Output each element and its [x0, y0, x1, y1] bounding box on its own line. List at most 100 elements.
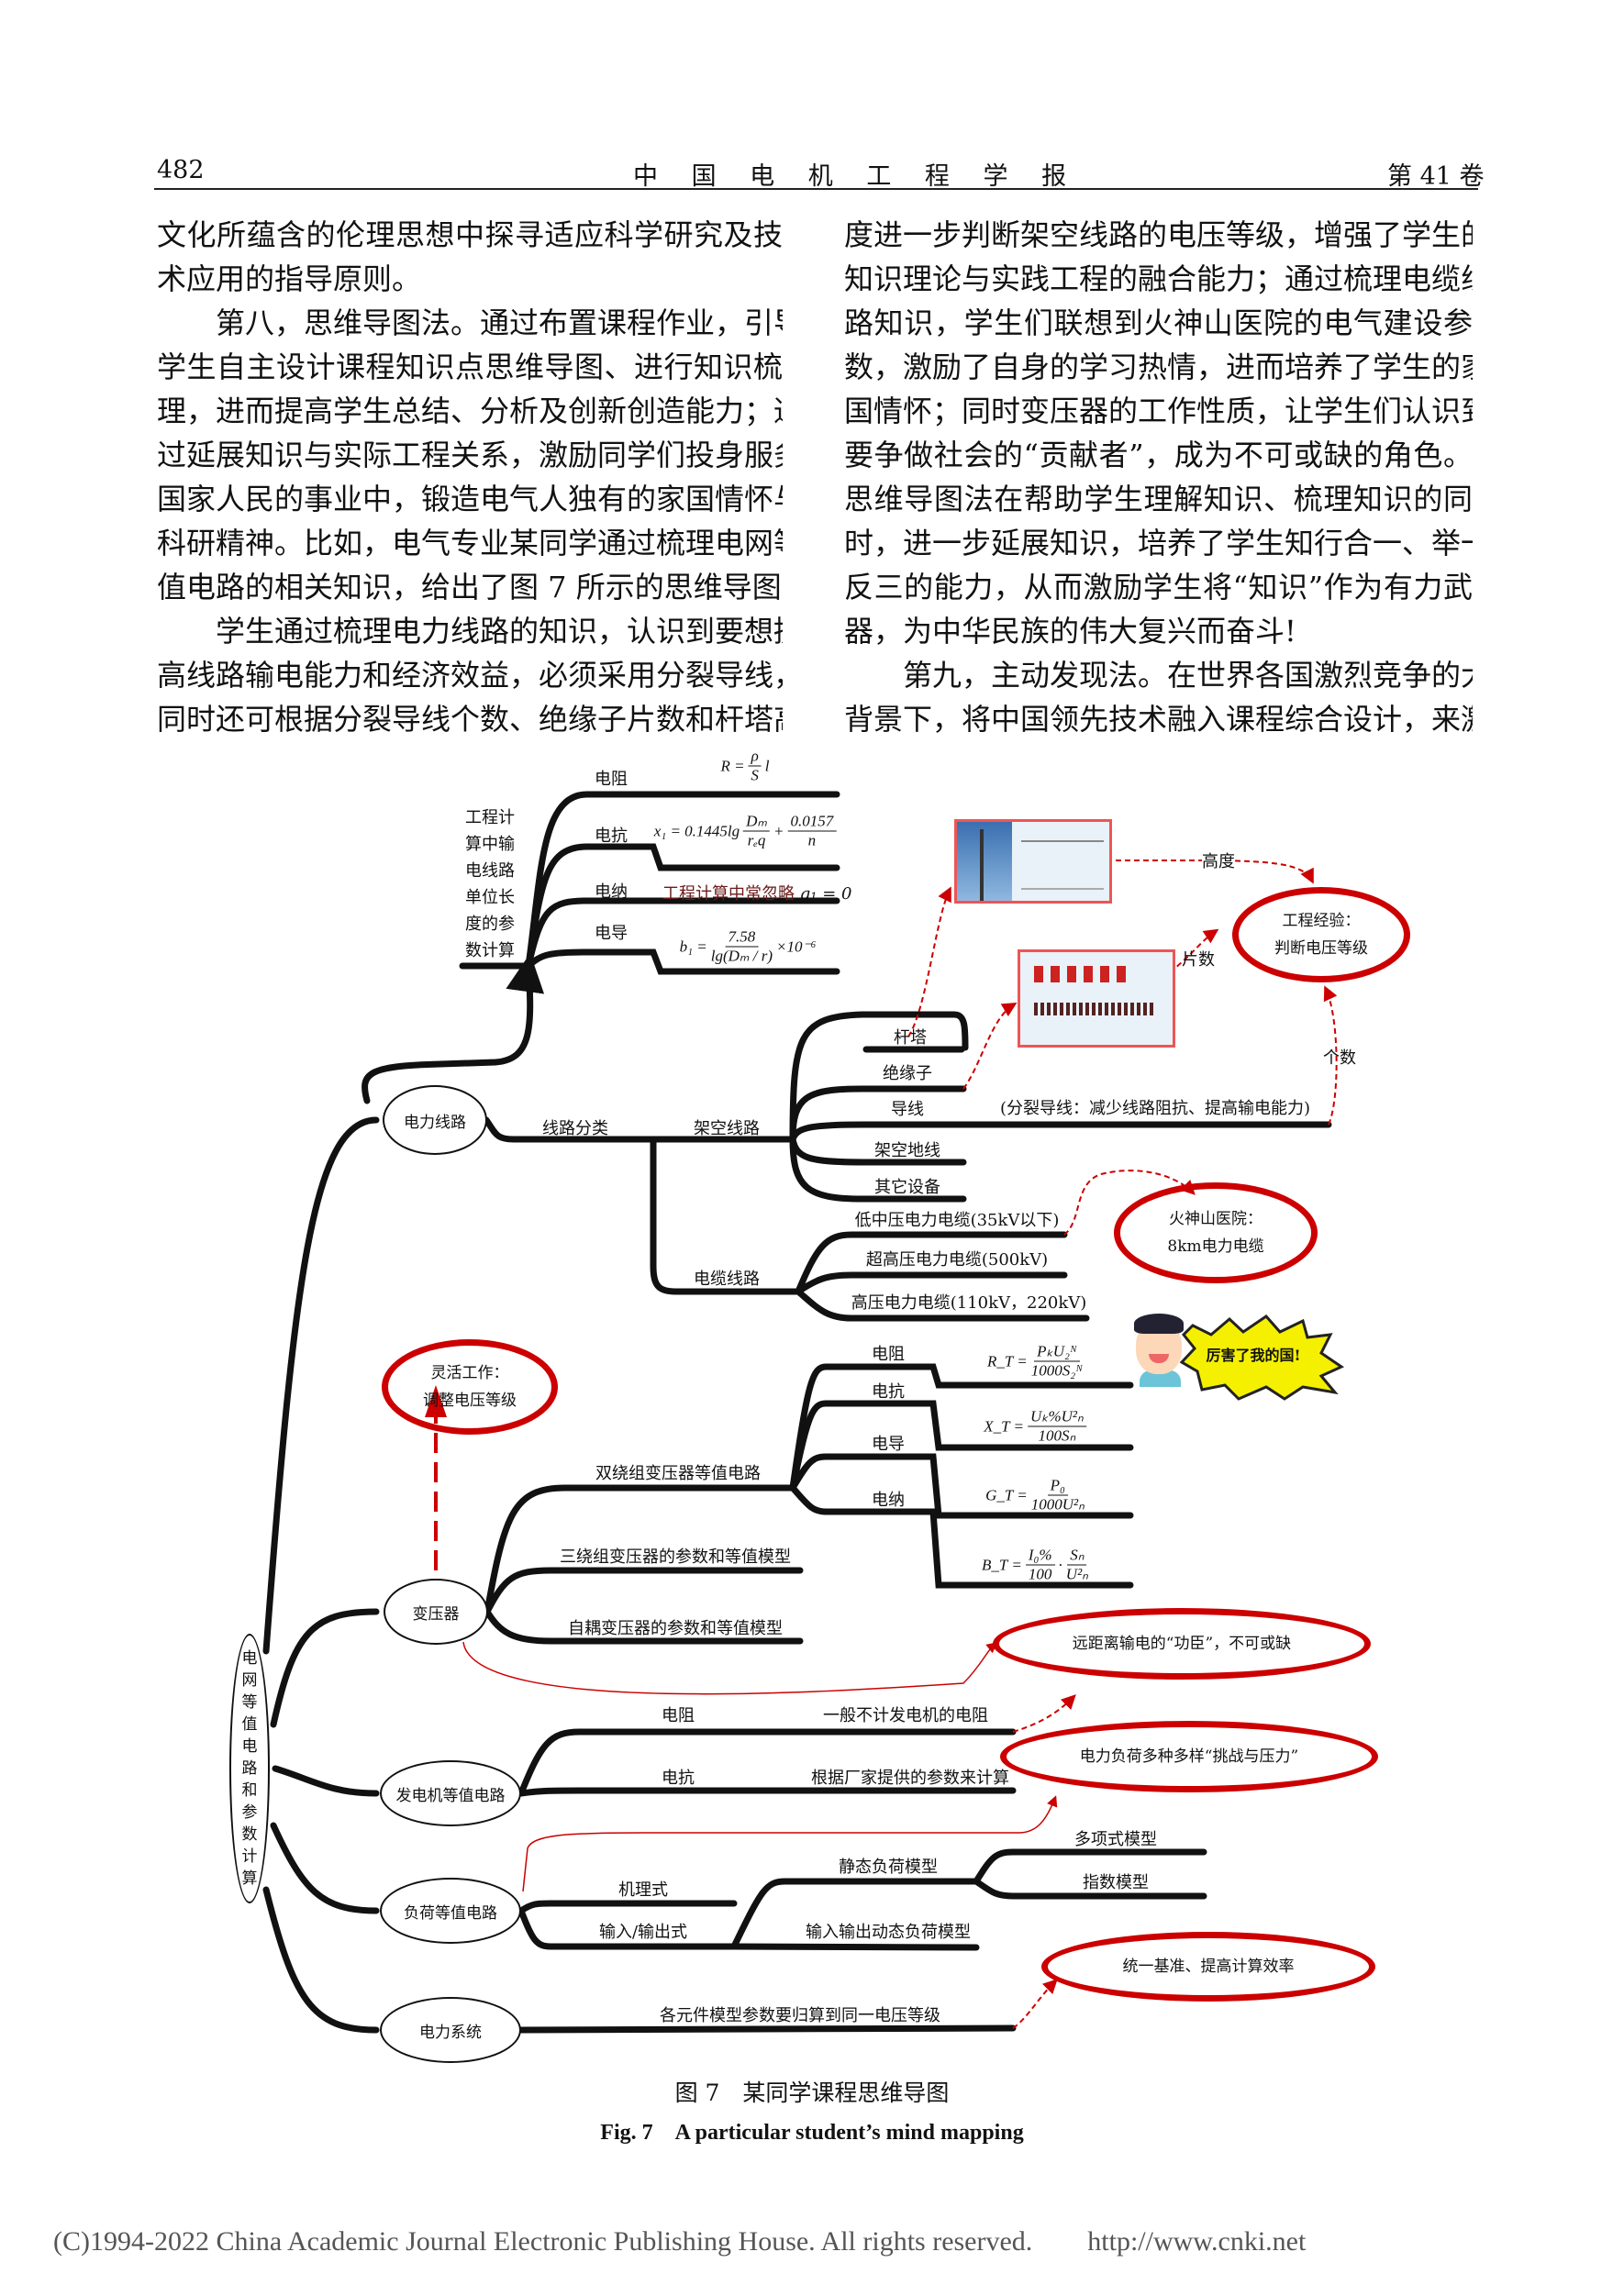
g-note-resistance: 一般不计发电机的电阻: [823, 1706, 988, 1725]
label-static-load: 静态负荷模型: [839, 1858, 938, 1877]
label-resistance: 电阻: [595, 770, 628, 789]
header-rule: [154, 188, 1478, 190]
bubble-long-distance: 远距离输电的“功臣”，不可或缺: [993, 1608, 1371, 1680]
text-line: 思维导图法在帮助学生理解知识、梳理知识的同: [844, 482, 1473, 516]
label-io: 输入/输出式: [598, 1923, 688, 1942]
label-dynamic-load: 输入输出动态负荷模型: [806, 1923, 971, 1942]
label-auto-transformer: 自耦变压器的参数和等值模型: [568, 1619, 783, 1638]
text-line: 国家人民的事业中，锻造电气人独有的家国情怀与: [157, 482, 783, 516]
root-node[interactable]: 电网等值电路和参数计算: [229, 1634, 270, 1903]
node-load[interactable]: 负荷等值电路: [380, 1878, 521, 1944]
item-other-equipment: 其它设备: [874, 1178, 940, 1197]
root-char: 值: [241, 1715, 258, 1734]
text-line: 度进一步判断架空线路的电压等级，增强了学生的: [844, 217, 1473, 252]
text-line: 数，激励了自身的学习热情，进而培养了学生的家: [844, 349, 1473, 384]
text-line: 文化所蕴含的伦理思想中探寻适应科学研究及技: [157, 217, 783, 252]
root-char: 网: [241, 1671, 258, 1690]
cable-high: 高压电力电缆(110kV，220kV): [851, 1293, 1087, 1313]
root-char: 路: [241, 1759, 258, 1778]
text-line: 术应用的指导原则。: [157, 261, 422, 296]
text-line: 学生通过梳理电力线路的知识，认识到要想提: [216, 614, 783, 649]
caption-en: Fig. 7 A particular student’s mind mappi…: [600, 2121, 1024, 2145]
tower-image: [954, 819, 1112, 904]
label-three-winding: 三绕组变压器的参数和等值模型: [560, 1547, 791, 1567]
tag-height: 高度: [1202, 849, 1235, 872]
item-ground-wire: 架空地线: [874, 1141, 940, 1160]
text-line: 科研精神。比如，电气专业某同学通过梳理电网等: [157, 526, 783, 560]
text-line: 同时还可根据分裂导线个数、绝缘子片数和杆塔高: [157, 702, 783, 737]
label-reactance: 电抗: [595, 826, 628, 846]
cable-extra-high: 超高压电力电缆(500kV): [865, 1250, 1049, 1270]
label-susceptance: 电纳: [595, 882, 628, 902]
left-column: 文化所蕴含的伦理思想中探寻适应科学研究及技术应用的指导原则。第八，思维导图法。通…: [157, 213, 783, 741]
node-generator[interactable]: 发电机等值电路: [380, 1760, 521, 1826]
insulator-image: [1018, 949, 1175, 1048]
bubble-flexible-work: 灵活工作：调整电压等级: [382, 1339, 558, 1435]
bubble-unified-base: 统一基准、提高计算效率: [1041, 1932, 1375, 2002]
exclaim-text: 厉害了我的国!: [1206, 1347, 1301, 1364]
text-line: 器，为中华民族的伟大复兴而奋斗!: [844, 614, 1296, 649]
root-char: 等: [241, 1693, 258, 1712]
tag-pieces: 片数: [1182, 950, 1215, 970]
label-cable-line: 电缆线路: [694, 1270, 760, 1289]
root-char: 电: [241, 1649, 258, 1668]
label-line-classify: 线路分类: [542, 1119, 608, 1138]
t-label-resistance: 电阻: [872, 1345, 905, 1364]
copyright-footer: (C)1994-2022 China Academic Journal Elec…: [53, 2226, 1307, 2257]
param-title: 工程计算中输电线路单位长度的参数计算: [465, 808, 515, 960]
journal-title: 中 国 电 机 工 程 学 报: [633, 162, 1080, 191]
caption-zh: 图 7 某同学课程思维导图: [674, 2080, 950, 2106]
text-line: 要争做社会的“贡献者”，成为不可或缺的角色。: [844, 438, 1473, 472]
node-power-system[interactable]: 电力系统: [380, 1997, 521, 2063]
right-column: 度进一步判断架空线路的电压等级，增强了学生的知识理论与实践工程的融合能力；通过梳…: [844, 213, 1473, 741]
g-label-reactance: 电抗: [662, 1769, 695, 1788]
text-line: 路知识，学生们联想到火神山医院的电气建设参: [844, 305, 1473, 340]
label-two-winding: 双绕组变压器等值电路: [595, 1464, 761, 1483]
cable-low-medium: 低中压电力电缆(35kV以下): [854, 1211, 1060, 1230]
label-mechanism: 机理式: [618, 1880, 668, 1900]
node-transformer[interactable]: 变压器: [384, 1579, 488, 1645]
bundled-conductor-note: (分裂导线：减少线路阻抗、提高输电能力): [999, 1099, 1311, 1118]
text-line: 高线路输电能力和经济效益，必须采用分裂导线，: [157, 658, 783, 693]
node-power-line[interactable]: 电力线路: [383, 1085, 487, 1155]
bubble-engineering-experience: 工程经验：判断电压等级: [1232, 887, 1410, 982]
root-char: 计: [241, 1847, 258, 1866]
label-conductance: 电导: [595, 924, 628, 943]
root-char: 算: [241, 1869, 258, 1888]
cartoon-face-icon: [1130, 1314, 1185, 1387]
text-line: 过延展知识与实际工程关系，激励同学们投身服务: [157, 438, 783, 472]
item-conductor: 导线: [891, 1100, 924, 1119]
g-label-resistance: 电阻: [662, 1706, 695, 1725]
text-line: 第九，主动发现法。在世界各国激烈竞争的大: [903, 658, 1473, 693]
root-char: 参: [241, 1803, 258, 1822]
label-overhead-line: 架空线路: [694, 1119, 760, 1138]
starburst-shape: [1179, 1314, 1345, 1401]
label-polynomial: 多项式模型: [1074, 1830, 1157, 1849]
tag-count: 个数: [1323, 1048, 1356, 1068]
conductance-note: 工程计算中常忽略 g₁ = 0: [662, 884, 852, 904]
bubble-huoshenshan: 火神山医院：8km电力电缆: [1114, 1182, 1318, 1283]
text-line: 学生自主设计课程知识点思维导图、进行知识梳: [157, 349, 783, 384]
text-line: 知识理论与实践工程的融合能力；通过梳理电缆线: [844, 261, 1473, 296]
volume-label: 第 41 卷: [1387, 162, 1485, 191]
page-number: 482: [157, 156, 205, 184]
t-label-susceptance: 电纳: [872, 1491, 905, 1510]
text-line: 理，进而提高学生总结、分析及创新创造能力；通: [157, 394, 783, 428]
system-note: 各元件模型参数要归算到同一电压等级: [660, 2006, 940, 2025]
g-note-reactance: 根据厂家提供的参数来计算: [811, 1769, 1009, 1788]
root-char: 电: [241, 1737, 258, 1756]
text-line: 国情怀；同时变压器的工作性质，让学生们认识到: [844, 394, 1473, 428]
item-insulator: 绝缘子: [883, 1064, 932, 1083]
root-char: 数: [241, 1825, 258, 1844]
root-char: 和: [241, 1781, 258, 1800]
bubble-load-diversity: 电力负荷多种多样“挑战与压力”: [1000, 1721, 1378, 1792]
text-line: 反三的能力，从而激励学生将“知识”作为有力武: [844, 570, 1473, 605]
text-line: 第八，思维导图法。通过布置课程作业，引导: [216, 305, 783, 340]
